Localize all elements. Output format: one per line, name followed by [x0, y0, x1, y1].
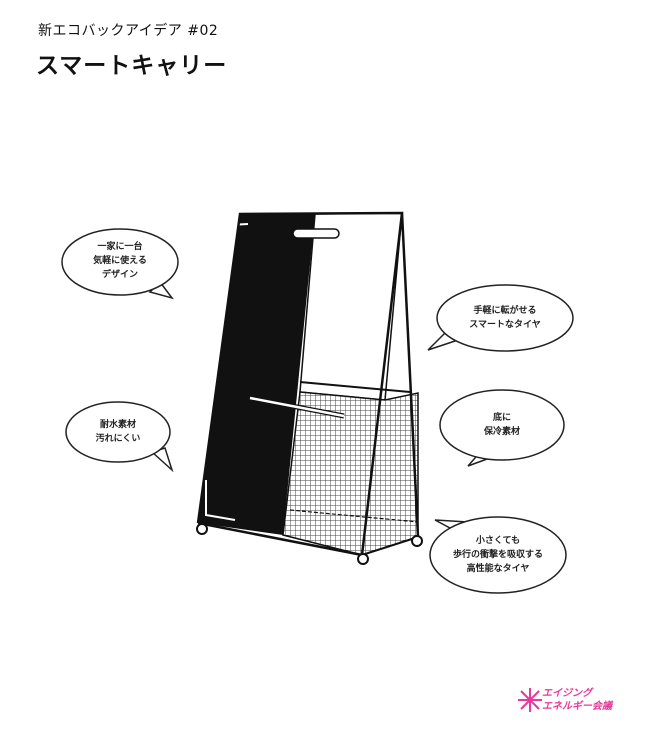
speech-bubble: [436, 284, 574, 352]
shelf: [299, 381, 411, 393]
bubble-text-shock: 小さくても 歩行の衝撃を吸収する 高性能なタイヤ: [453, 534, 543, 576]
handle-cutout: [292, 228, 340, 239]
white-panel: [299, 212, 403, 401]
bubble-line: 耐水素材: [99, 420, 137, 430]
logo-burst-icon: [518, 688, 542, 712]
black-panel: [198, 214, 315, 535]
bubble-line: 底に: [492, 413, 512, 423]
bubble-line: 気軽に使える: [93, 256, 147, 266]
bubble-line: 小さくても: [475, 536, 521, 546]
mesh-basket: [282, 391, 419, 556]
bubble-text-waterproof: 耐水素材 汚れにくい: [96, 418, 141, 446]
speech-bubble: [65, 401, 171, 463]
bubble-line: スマートなタイヤ: [469, 320, 541, 330]
logo: エイジング エネルギー会議: [512, 682, 642, 722]
wheel-icon: [196, 523, 208, 535]
logo-line: エイジング: [542, 688, 592, 699]
wheel-icon: [357, 553, 369, 565]
speech-bubble: [61, 228, 179, 296]
speech-bubble: [439, 389, 565, 461]
bubble-line: 手軽に転がせる: [473, 306, 537, 316]
bubble-text-cooling: 底に 保冷素材: [484, 411, 520, 439]
subtitle: 新エコバックアイデア #02: [38, 23, 219, 39]
bubble-line: 保冷素材: [483, 427, 521, 437]
wheel-icon: [411, 535, 423, 547]
bubble-text-tires: 手軽に転がせる スマートなタイヤ: [469, 304, 540, 332]
bubble-line: 一家に一台: [97, 242, 143, 252]
bubble-line: デザイン: [101, 270, 139, 280]
page-title: スマートキャリー: [36, 53, 228, 79]
bubble-line: 汚れにくい: [95, 434, 141, 444]
speech-bubble: [429, 516, 567, 594]
bubble-text-design: 一家に一台 気軽に使える デザイン: [93, 240, 147, 282]
logo-line: エネルギー会議: [542, 701, 612, 712]
bubble-line: 高性能なタイヤ: [466, 564, 530, 574]
bubble-line: 歩行の衝撃を吸収する: [452, 550, 544, 560]
